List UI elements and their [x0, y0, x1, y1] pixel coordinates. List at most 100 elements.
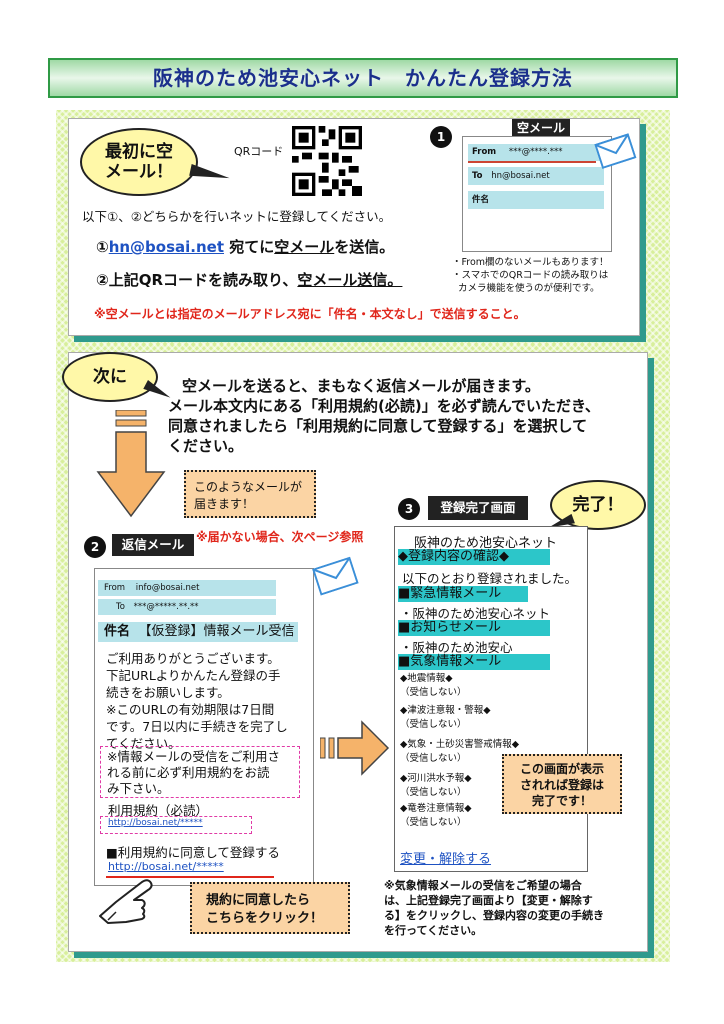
click-callout-line: 規約に同意したら — [206, 893, 311, 908]
weather-item-3: ◆河川洪水予報◆ （受信しない） — [400, 772, 472, 800]
from-value: ***@****.*** — [508, 147, 563, 157]
to-value: hn@bosai.net — [491, 171, 550, 181]
registration-complete-tab: 登録完了画面 — [428, 496, 528, 520]
footnote-line: る】をクリックし、登録内容の変更の手続き — [384, 909, 604, 922]
from-label: From — [472, 147, 497, 157]
body-line: てください。 — [106, 736, 181, 751]
reply-from-label: From — [104, 583, 126, 593]
step1-number-badge: 1 — [430, 126, 452, 148]
mail-arrives-callout: このようなメールが 届きます！ — [184, 470, 316, 518]
terms-warning-box: ※情報メールの受信をご利用さ れる前に必ず利用規約をお読 み下さい。 — [100, 746, 300, 798]
weather-item-status: （受信しない） — [400, 753, 467, 764]
weather-item-name: ◆気象・土砂災害警戒情報◆ — [400, 739, 520, 750]
empty-mail-tab: 空メール — [512, 119, 570, 137]
option2-row: ②上記QRコードを読み取り、空メール送信。 — [96, 269, 402, 290]
step2-number-badge: 2 — [84, 536, 106, 558]
agree-register-link[interactable]: http://bosai.net/***** — [108, 860, 224, 873]
callout-line: 届きます！ — [194, 497, 255, 511]
option1-row: ①hn@bosai.net 宛てに空メールを送信。 — [96, 236, 394, 257]
weather-item-name: ◆竜巻注意情報◆ — [400, 803, 472, 814]
intro-line: 空メールを送ると、まもなく返信メールが届きます。 — [182, 377, 540, 395]
option1-mid: 宛てに — [224, 238, 275, 256]
body-line: ※このURLの有効期限は7日間 — [106, 702, 275, 717]
weather-item-status: （受信しない） — [400, 687, 467, 698]
first-empty-mail-bubble: 最初に空 メール！ — [80, 128, 198, 196]
right-arrow-icon — [320, 720, 390, 776]
notice-item: ・阪神のため池安心 — [400, 640, 513, 655]
from-row: From ***@****.*** — [468, 144, 600, 161]
warn-line: み下さい。 — [107, 781, 170, 796]
tip-line: ・From欄のないメールもあります！ — [452, 257, 609, 268]
subject-row: 件名 — [468, 191, 604, 209]
complete-bubble: 完了！ — [550, 480, 646, 530]
from-underline — [468, 161, 596, 163]
terms-link-box — [100, 816, 252, 834]
option2-emph: 空メール送信。 — [297, 271, 403, 289]
reply-from-value: info@bosai.net — [135, 583, 200, 593]
callout-line: このようなメールが — [194, 480, 303, 494]
done-callout-line: 完了です！ — [531, 794, 592, 808]
weather-item-status: （受信しない） — [400, 817, 467, 828]
reply-mail-tab: 返信メール — [112, 534, 194, 556]
step1-instruction: 以下①、②どちらかを行いネットに登録してください。 — [82, 209, 392, 224]
reply-body: ご利用ありがとうございます。 下記URLよりかんたん登録の手 続きをお願いします… — [106, 650, 288, 752]
emergency-header: ■緊急情報メール — [398, 586, 528, 602]
warn-line: れる前に必ず利用規約をお読 — [107, 765, 270, 780]
tip-line: カメラ機能を使うのが便利です。 — [458, 283, 600, 294]
body-line: です。7日以内に手続きを完了し — [106, 719, 288, 734]
weather-item-0: ◆地震情報◆ （受信しない） — [400, 672, 467, 700]
step2-intro: 空メールを送ると、まもなく返信メールが届きます。 メール本文内にある「利用規約(… — [168, 376, 600, 456]
terms-label: 利用規約（必読） — [108, 803, 209, 818]
not-arrived-note: ※届かない場合、次ページ参照 — [196, 530, 364, 544]
footnote-line: は、上記登録完了画面より【変更・解除す — [384, 894, 593, 907]
weather-mail-footnote: ※気象情報メールの受信をご希望の場合 は、上記登録完了画面より【変更・解除す る… — [384, 878, 604, 938]
weather-item-status: （受信しない） — [400, 719, 467, 730]
body-line: 続きをお願いします。 — [106, 685, 230, 700]
weather-item-name: ◆津波注意報・警報◆ — [400, 705, 491, 716]
change-cancel-link[interactable]: 変更・解除する — [400, 852, 492, 867]
to-label: To — [472, 171, 483, 181]
footnote-line: を行ってください。 — [384, 924, 483, 937]
option1-emph: 空メール — [274, 238, 335, 256]
option1-prefix: ① — [96, 238, 109, 256]
mail-tips: ・From欄のないメールもあります！ ・スマホでのQRコードの読み取りは カメラ… — [452, 256, 609, 295]
weather-item-name: ◆河川洪水予報◆ — [400, 773, 472, 784]
terms-link[interactable]: http://bosai.net/***** — [108, 818, 203, 828]
reply-subject-value: 【仮登録】情報メール受信 — [138, 624, 295, 639]
registration-email-link[interactable]: hn@bosai.net — [108, 238, 225, 256]
qr-label: QRコード — [234, 145, 284, 158]
mail-envelope-icon — [594, 133, 638, 173]
confirm-header: ◆登録内容の確認◆ — [398, 549, 550, 565]
bubble-line: メール！ — [105, 162, 173, 182]
site-name: 阪神のため池安心ネット — [414, 536, 558, 551]
bubble-line: 最初に空 — [105, 142, 173, 162]
reply-to-value: ***@*****.**.** — [133, 602, 199, 612]
intro-line: 同意されましたら「利用規約に同意して登録する」を選択して — [168, 417, 588, 435]
click-callout-line: こちらをクリック！ — [206, 911, 324, 926]
agree-link-underline — [106, 876, 274, 878]
weather-item-status: （受信しない） — [400, 787, 467, 798]
weather-item-2: ◆気象・土砂災害警戒情報◆ （受信しない） — [400, 738, 519, 766]
done-callout-line: されれば登録は — [519, 778, 604, 792]
reply-subject-row: 件名 【仮登録】情報メール受信 — [98, 622, 298, 642]
option1-suffix: を送信。 — [334, 238, 395, 256]
next-bubble: 次に — [62, 352, 158, 402]
reply-to-row: To ***@*****.**.** — [98, 599, 276, 615]
intro-line: メール本文内にある「利用規約(必読)」を必ず読んでいただき、 — [168, 397, 600, 415]
intro-line: ください。 — [168, 437, 244, 455]
completion-callout: この画面が表示 されれば登録は 完了です！ — [502, 754, 622, 814]
reply-envelope-icon — [312, 556, 360, 600]
weather-item-4: ◆竜巻注意情報◆ （受信しない） — [400, 802, 472, 830]
to-row: To hn@bosai.net — [468, 167, 604, 185]
footnote-line: ※気象情報メールの受信をご希望の場合 — [384, 879, 582, 892]
click-here-callout: 規約に同意したら こちらをクリック！ — [190, 882, 350, 934]
subject-label: 件名 — [472, 195, 490, 205]
reply-subject-label: 件名 — [104, 624, 131, 639]
reply-from-row: From info@bosai.net — [98, 580, 276, 596]
reply-to-label: To — [116, 602, 125, 612]
warn-line: ※情報メールの受信をご利用さ — [107, 749, 280, 764]
registration-complete-screen — [394, 526, 588, 872]
step3-number-badge: 3 — [398, 498, 420, 520]
empty-mail-note: ※空メールとは指定のメールアドレス宛に「件名・本文なし」で送信すること。 — [94, 307, 526, 321]
weather-item-1: ◆津波注意報・警報◆ （受信しない） — [400, 704, 491, 732]
